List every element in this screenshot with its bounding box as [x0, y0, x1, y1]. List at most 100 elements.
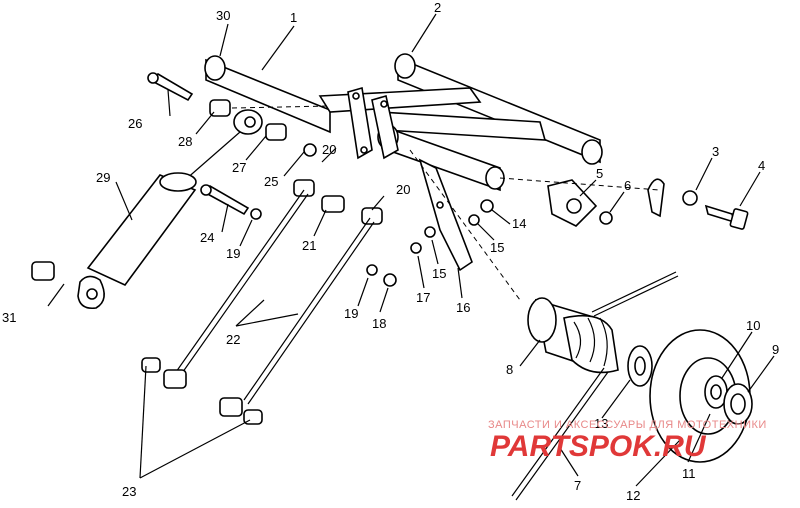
bushing-28	[209, 99, 231, 117]
tie-rods	[141, 179, 494, 425]
rod-end-23-left-a	[141, 357, 161, 373]
bushing-27	[265, 123, 287, 141]
spring-arm-7	[511, 367, 605, 497]
callout-17: 17	[416, 290, 430, 305]
upper-frame	[204, 53, 603, 272]
tube-end-right-front	[581, 139, 603, 165]
left-hardware	[31, 72, 317, 310]
callout-7: 7	[574, 478, 581, 493]
shaft-8-end	[527, 297, 557, 343]
callout-30: 30	[216, 8, 230, 23]
washer-19-left	[250, 208, 262, 220]
mount-bracket-right	[371, 94, 399, 160]
bolt-24-head	[200, 184, 212, 196]
bracket-hole-3	[380, 100, 388, 108]
callout-12: 12	[626, 488, 640, 503]
callout-20-b: 20	[396, 182, 410, 197]
callout-18: 18	[372, 316, 386, 331]
nut-17	[410, 242, 422, 254]
callout-26: 26	[128, 116, 142, 131]
lower-bracket-hole	[436, 201, 444, 209]
watermark-logo-text: PARTSPOK.RU	[490, 430, 707, 463]
rod-bushing-upper-right	[361, 207, 383, 225]
callout-8: 8	[506, 362, 513, 377]
rod-end-23-right-a	[219, 397, 243, 417]
callout-21: 21	[302, 238, 316, 253]
nut-6	[599, 211, 613, 225]
tie-rod-right	[243, 217, 371, 401]
callout-29: 29	[96, 170, 110, 185]
washer-3	[682, 190, 698, 206]
callout-22: 22	[226, 332, 240, 347]
callout-15-b: 15	[432, 266, 446, 281]
tube-end-right-back	[394, 53, 416, 79]
callout-11: 11	[682, 466, 696, 481]
leader-lines	[47, 13, 775, 487]
callout-9: 9	[772, 342, 779, 357]
rod-bushing-21	[321, 195, 345, 213]
watermark-tagline: ЗАПЧАСТИ И АКСЕССУАРЫ ДЛЯ МОТОТЕХНИКИ	[488, 419, 767, 431]
spring-coil-1	[573, 321, 582, 359]
callout-24: 24	[200, 230, 214, 245]
callout-10: 10	[746, 318, 760, 333]
clip-bracket	[647, 178, 665, 218]
callout-3: 3	[712, 144, 719, 159]
nut-25	[303, 143, 317, 157]
bolt-26-head	[147, 72, 159, 84]
callout-23: 23	[122, 484, 136, 499]
callout-labels: 1 2 3 4 5 6 7 8 9 10 11 12 13 14 15 15 1…	[2, 0, 779, 503]
bushing-31	[31, 261, 55, 281]
callout-4: 4	[758, 158, 765, 173]
washer-15-b	[468, 214, 480, 226]
callout-15-a: 15	[490, 240, 504, 255]
callout-5: 5	[596, 166, 603, 181]
shock-lower-eye-hole	[86, 288, 98, 300]
shock-body-top	[159, 172, 197, 192]
shock-rod	[184, 131, 241, 181]
callout-1: 1	[290, 10, 297, 25]
tube-end-left	[204, 55, 226, 81]
block-5-nut	[566, 198, 582, 214]
callout-27: 27	[232, 160, 246, 175]
callout-2: 2	[434, 0, 441, 15]
callout-19-a: 19	[344, 306, 358, 321]
callout-19-b: 19	[226, 246, 240, 261]
shock-eye-top-hole	[244, 116, 256, 128]
callout-16: 16	[456, 300, 470, 315]
tie-rod-left	[175, 189, 305, 373]
spring-coil-2	[587, 317, 596, 363]
spring-coil-3	[599, 317, 608, 367]
bolt-4	[704, 204, 736, 224]
bolt-14	[480, 199, 494, 213]
tie-rod-right-b	[247, 221, 375, 405]
spring-arm-7-b	[515, 371, 609, 501]
callout-28: 28	[178, 134, 192, 149]
nut-18	[383, 273, 397, 287]
bearing-10-hole	[710, 384, 722, 400]
idler-assembly	[511, 271, 753, 501]
watermark: ЗАПЧАСТИ И АКСЕССУАРЫ ДЛЯ МОТОТЕХНИКИ PA…	[488, 419, 767, 463]
callout-31: 31	[2, 310, 16, 325]
callout-25: 25	[264, 174, 278, 189]
callout-20-a: 20	[322, 142, 336, 157]
frame-crossmember-1	[318, 87, 482, 113]
washer-19-right	[366, 264, 378, 276]
bracket-hole-2	[360, 146, 368, 154]
callout-6: 6	[624, 178, 631, 193]
tie-rod-left-b	[179, 193, 309, 377]
callout-14: 14	[512, 216, 526, 231]
rod-end-23-left-b	[163, 369, 187, 389]
bolt-4-head	[729, 208, 749, 230]
bracket-hole-1	[352, 92, 360, 100]
spring-arm-upper-b	[593, 275, 679, 317]
washer-13-hole	[634, 356, 646, 376]
mount-bracket-left	[347, 86, 373, 160]
lower-bracket	[418, 158, 473, 272]
right-hardware	[547, 178, 749, 230]
washer-15-a	[424, 226, 436, 238]
spring-arm-upper	[591, 271, 677, 313]
rod-bushing-upper-left	[293, 179, 315, 197]
cap-9-inner	[730, 393, 746, 415]
callout-13: 13	[594, 416, 608, 431]
